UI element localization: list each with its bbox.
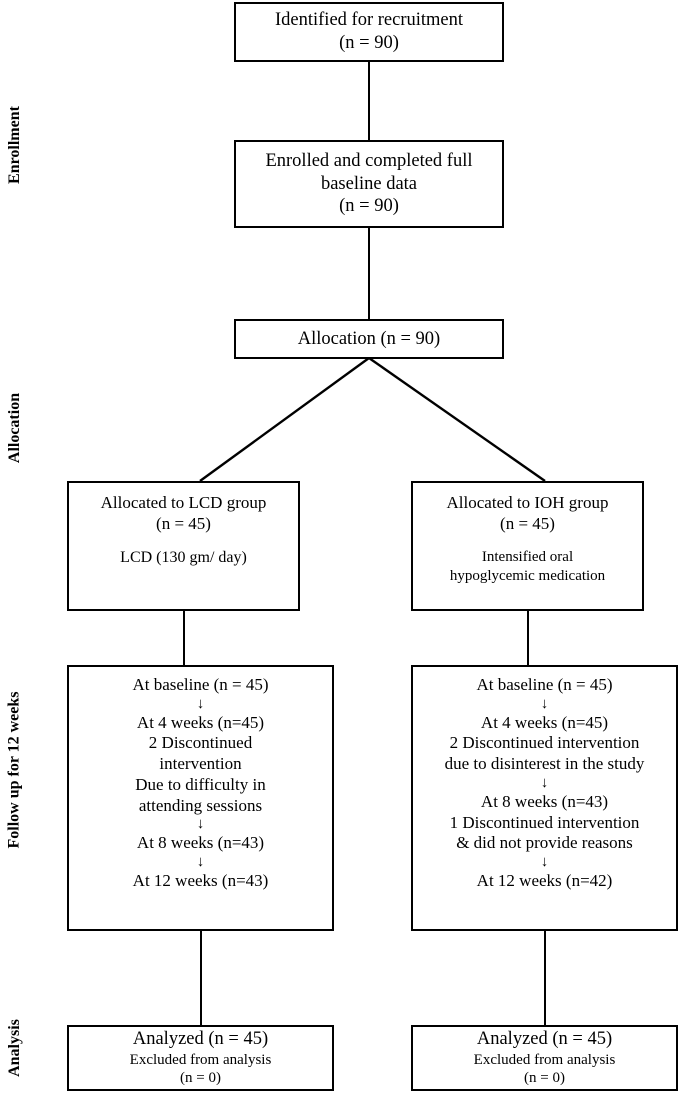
box-followup-lcd-group: At baseline (n = 45) ↓ At 4 weeks (n=45)… xyxy=(67,665,334,931)
analysis-left-line-1: Analyzed (n = 45) xyxy=(132,1029,269,1050)
stage-label-followup: Follow up for 12 weeks xyxy=(0,650,30,890)
stage-label-allocation-text: Allocation xyxy=(6,392,23,463)
followup-left-line-6: attending sessions xyxy=(138,795,263,815)
down-arrow-icon: ↓ xyxy=(540,854,549,871)
followup-right-line-7: & did not provide reasons xyxy=(456,833,633,853)
followup-right-line-4: due to disinterest in the study xyxy=(444,754,645,774)
identified-line-2: (n = 90) xyxy=(339,33,399,53)
box-analysis-lcd-group: Analyzed (n = 45) Excluded from analysis… xyxy=(67,1025,334,1091)
box-followup-ioh-group: At baseline (n = 45) ↓ At 4 weeks (n=45)… xyxy=(411,665,678,931)
analysis-right-line-2: Excluded from analysis xyxy=(473,1051,616,1068)
box-allocated-ioh-group: Allocated to IOH group (n = 45) Intensif… xyxy=(411,481,644,611)
stage-label-enrollment-text: Enrollment xyxy=(6,106,23,184)
enrolled-line-2: baseline data xyxy=(320,173,418,194)
followup-left-line-5: Due to difficulty in xyxy=(135,774,266,794)
followup-right-line-5: At 8 weeks (n=43) xyxy=(480,791,609,811)
followup-left-line-2: At 4 weeks (n=45) xyxy=(136,712,265,732)
stage-label-allocation: Allocation xyxy=(0,370,30,485)
alloc-left-line-3: LCD (130 gm/ day) xyxy=(120,549,247,567)
connector-left-alloc-to-followup xyxy=(183,611,185,665)
stage-label-enrollment: Enrollment xyxy=(0,80,30,210)
followup-right-line-8: At 12 weeks (n=42) xyxy=(476,871,613,891)
followup-left-line-8: At 12 weeks (n=43) xyxy=(132,871,269,891)
followup-left-line-1: At baseline (n = 45) xyxy=(132,675,269,694)
allocation-line-1: Allocation (n = 90) xyxy=(297,328,441,349)
connector-right-alloc-to-followup xyxy=(527,611,529,665)
identified-line-1: Identified for recruitment xyxy=(275,10,463,31)
followup-left-line-7: At 8 weeks (n=43) xyxy=(136,833,265,853)
analysis-left-line-3: (n = 0) xyxy=(180,1070,221,1087)
analysis-right-line-3: (n = 0) xyxy=(524,1070,565,1087)
followup-right-line-1: At baseline (n = 45) xyxy=(476,675,613,694)
box-allocation-total: Allocation (n = 90) xyxy=(234,319,504,359)
followup-right-line-2: At 4 weeks (n=45) xyxy=(480,712,609,732)
box-analysis-ioh-group: Analyzed (n = 45) Excluded from analysis… xyxy=(411,1025,678,1091)
connector-right-followup-to-analysis xyxy=(544,931,546,1025)
connector-enrolled-to-allocation xyxy=(368,227,370,319)
followup-right-line-6: 1 Discontinued intervention xyxy=(449,812,640,832)
followup-left-line-3: 2 Discontinued xyxy=(148,733,253,753)
box-identified-for-recruitment: Identified for recruitment (n = 90) xyxy=(234,2,504,62)
enrolled-line-1: Enrolled and completed full xyxy=(265,151,473,172)
analysis-left-line-2: Excluded from analysis xyxy=(129,1051,272,1068)
down-arrow-icon: ↓ xyxy=(540,774,549,791)
alloc-left-line-2: (n = 45) xyxy=(156,513,211,533)
down-arrow-icon: ↓ xyxy=(196,695,205,712)
box-enrolled-baseline-data: Enrolled and completed full baseline dat… xyxy=(234,140,504,228)
alloc-right-line-4: hypoglycemic medication xyxy=(449,567,606,584)
alloc-right-line-2: (n = 45) xyxy=(500,513,555,533)
down-arrow-icon: ↓ xyxy=(540,695,549,712)
followup-right-line-3: 2 Discontinued intervention xyxy=(449,733,640,753)
box-allocated-lcd-group: Allocated to LCD group (n = 45) LCD (130… xyxy=(67,481,300,611)
down-arrow-icon: ↓ xyxy=(196,854,205,871)
connector-identified-to-enrolled xyxy=(368,60,370,140)
alloc-right-line-3: Intensified oral xyxy=(481,549,574,566)
down-arrow-icon: ↓ xyxy=(196,816,205,833)
connector-left-followup-to-analysis xyxy=(200,931,202,1025)
analysis-right-line-1: Analyzed (n = 45) xyxy=(476,1029,613,1050)
stage-label-analysis-text: Analysis xyxy=(6,1019,24,1077)
stage-label-analysis: Analysis xyxy=(0,1000,30,1096)
enrolled-line-3: (n = 90) xyxy=(339,196,399,217)
followup-left-line-4: intervention xyxy=(159,754,242,774)
alloc-right-line-1: Allocated to IOH group xyxy=(446,493,609,512)
stage-label-followup-text: Follow up for 12 weeks xyxy=(6,691,24,849)
alloc-left-line-1: Allocated to LCD group xyxy=(100,493,267,512)
